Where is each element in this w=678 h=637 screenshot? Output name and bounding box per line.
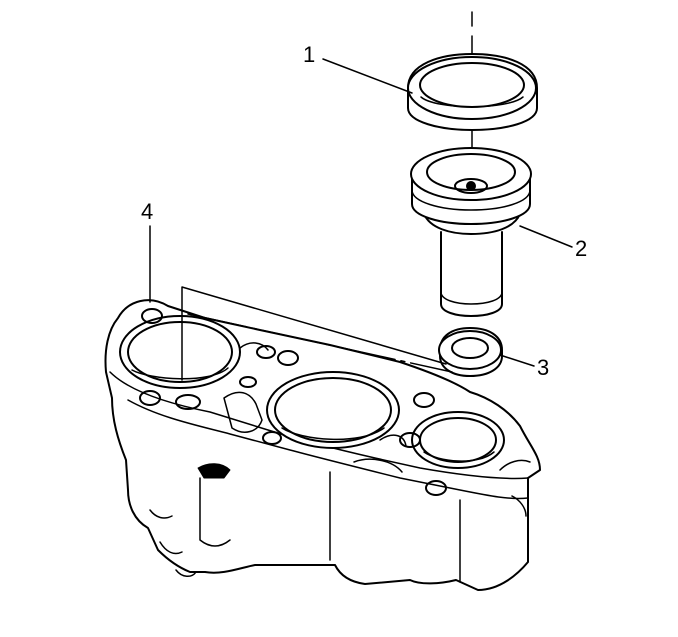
part-2-sleeve bbox=[410, 147, 532, 317]
callout-2-label: 2 bbox=[575, 236, 588, 261]
part-1-seal-ring bbox=[407, 53, 538, 131]
part-3-o-ring bbox=[438, 327, 503, 377]
leader-lines bbox=[149, 58, 573, 381]
part-4-housing bbox=[104, 299, 541, 591]
callout-3-label: 3 bbox=[537, 355, 550, 380]
callout-4-label: 4 bbox=[141, 199, 154, 224]
callout-1-label: 1 bbox=[303, 42, 316, 67]
